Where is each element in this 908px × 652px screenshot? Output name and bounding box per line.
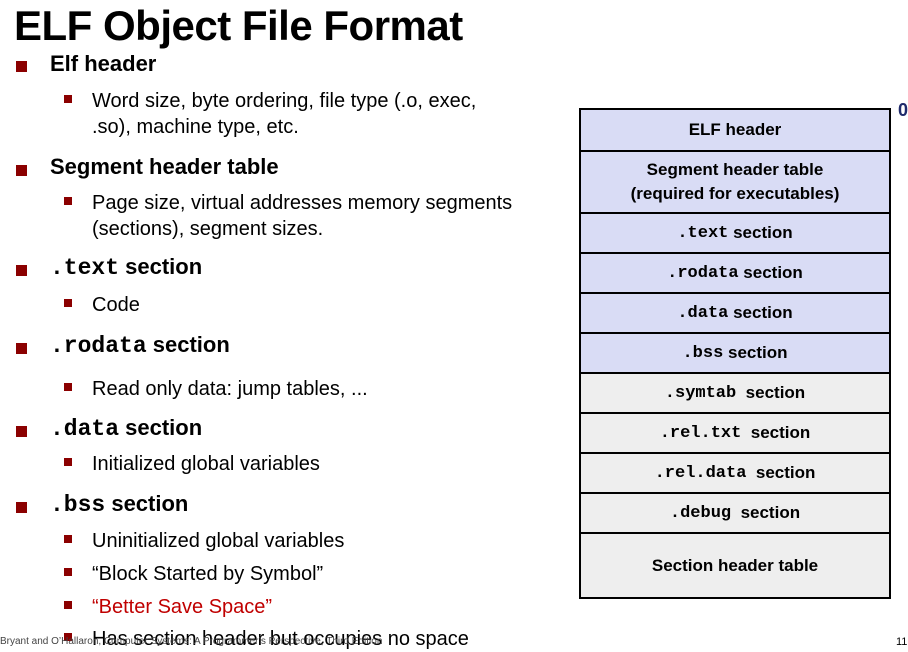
offset-zero-label: 0 xyxy=(898,100,908,120)
slide-title: ELF Object File Format xyxy=(14,2,463,49)
bullet-segment-header: Segment header table xyxy=(16,154,279,179)
bullet-label: .data section xyxy=(50,415,203,442)
row-rodata-section: .rodata section xyxy=(581,254,889,294)
bullet-text-section: .text section xyxy=(16,254,202,281)
row-bss-section: .bss section xyxy=(581,334,889,374)
sub-bullet-square-icon xyxy=(64,535,72,543)
bullet-square-icon xyxy=(16,342,27,354)
row-text-section: .text section xyxy=(581,214,889,254)
sub-bullet-square-icon xyxy=(64,197,72,205)
bullet-data-section: .data section xyxy=(16,415,202,442)
row-elf-header: ELF header xyxy=(581,110,889,152)
bullet-square-icon xyxy=(16,264,27,276)
bullet-bss-section: .bss section xyxy=(16,491,188,518)
sub-bullet-square-icon xyxy=(64,299,72,307)
row-section-header-table: Section header table xyxy=(581,534,889,597)
bullet-square-icon xyxy=(16,60,27,72)
sub-bullet-text: Word size, byte ordering, file type (.o,… xyxy=(92,90,477,112)
bullet-square-icon xyxy=(16,164,27,176)
sub-bullet-square-icon xyxy=(64,568,72,576)
sub-bullet-text: (sections), segment sizes. xyxy=(92,218,324,240)
slide-footer: Bryant and O’Hallaron, Computer Systems:… xyxy=(0,636,383,647)
row-debug-section: .debug section xyxy=(581,494,889,534)
elf-layout-table: ELF header Segment header table (require… xyxy=(579,108,891,599)
row-rel-txt-section: .rel.txt section xyxy=(581,414,889,454)
bullet-label: Elf header xyxy=(50,51,157,76)
bullet-elf-header: Elf header xyxy=(16,51,156,76)
sub-bullet-square-icon xyxy=(64,633,72,641)
bullet-list: Elf header Word size, byte ordering, fil… xyxy=(16,51,513,650)
row-segment-header-table: Segment header table (required for execu… xyxy=(581,152,889,214)
sub-bullet-text: Page size, virtual addresses memory segm… xyxy=(92,192,513,214)
sub-bullet-square-icon xyxy=(64,383,72,391)
row-rel-data-section: .rel.data section xyxy=(581,454,889,494)
sub-bullet-text: .so), machine type, etc. xyxy=(92,116,299,138)
sub-bullet-square-icon xyxy=(64,601,72,609)
bullet-rodata-section: .rodata section xyxy=(16,332,230,359)
bullet-label: .bss section xyxy=(50,491,189,518)
sub-bullet-text: Code xyxy=(92,294,140,316)
row-symtab-section: .symtab section xyxy=(581,374,889,414)
page-number: 11 xyxy=(896,636,908,648)
sub-bullet-square-icon xyxy=(64,95,72,103)
bullet-label: Segment header table xyxy=(50,154,279,179)
row-data-section: .data section xyxy=(581,294,889,334)
bullet-label: .rodata section xyxy=(50,332,230,359)
sub-bullet-text: “Block Started by Symbol” xyxy=(92,563,324,585)
bullet-square-icon xyxy=(16,425,27,437)
sub-bullet-text: Read only data: jump tables, ... xyxy=(92,378,368,400)
sub-bullet-text: Has section header but occupies no space xyxy=(92,628,469,650)
sub-bullet-text: Uninitialized global variables xyxy=(92,530,345,552)
sub-bullet-text: Initialized global variables xyxy=(92,453,320,475)
sub-bullet-text-highlight: “Better Save Space” xyxy=(92,596,273,618)
sub-bullet-square-icon xyxy=(64,458,72,466)
bullet-square-icon xyxy=(16,501,27,513)
bullet-label: .text section xyxy=(50,254,203,281)
